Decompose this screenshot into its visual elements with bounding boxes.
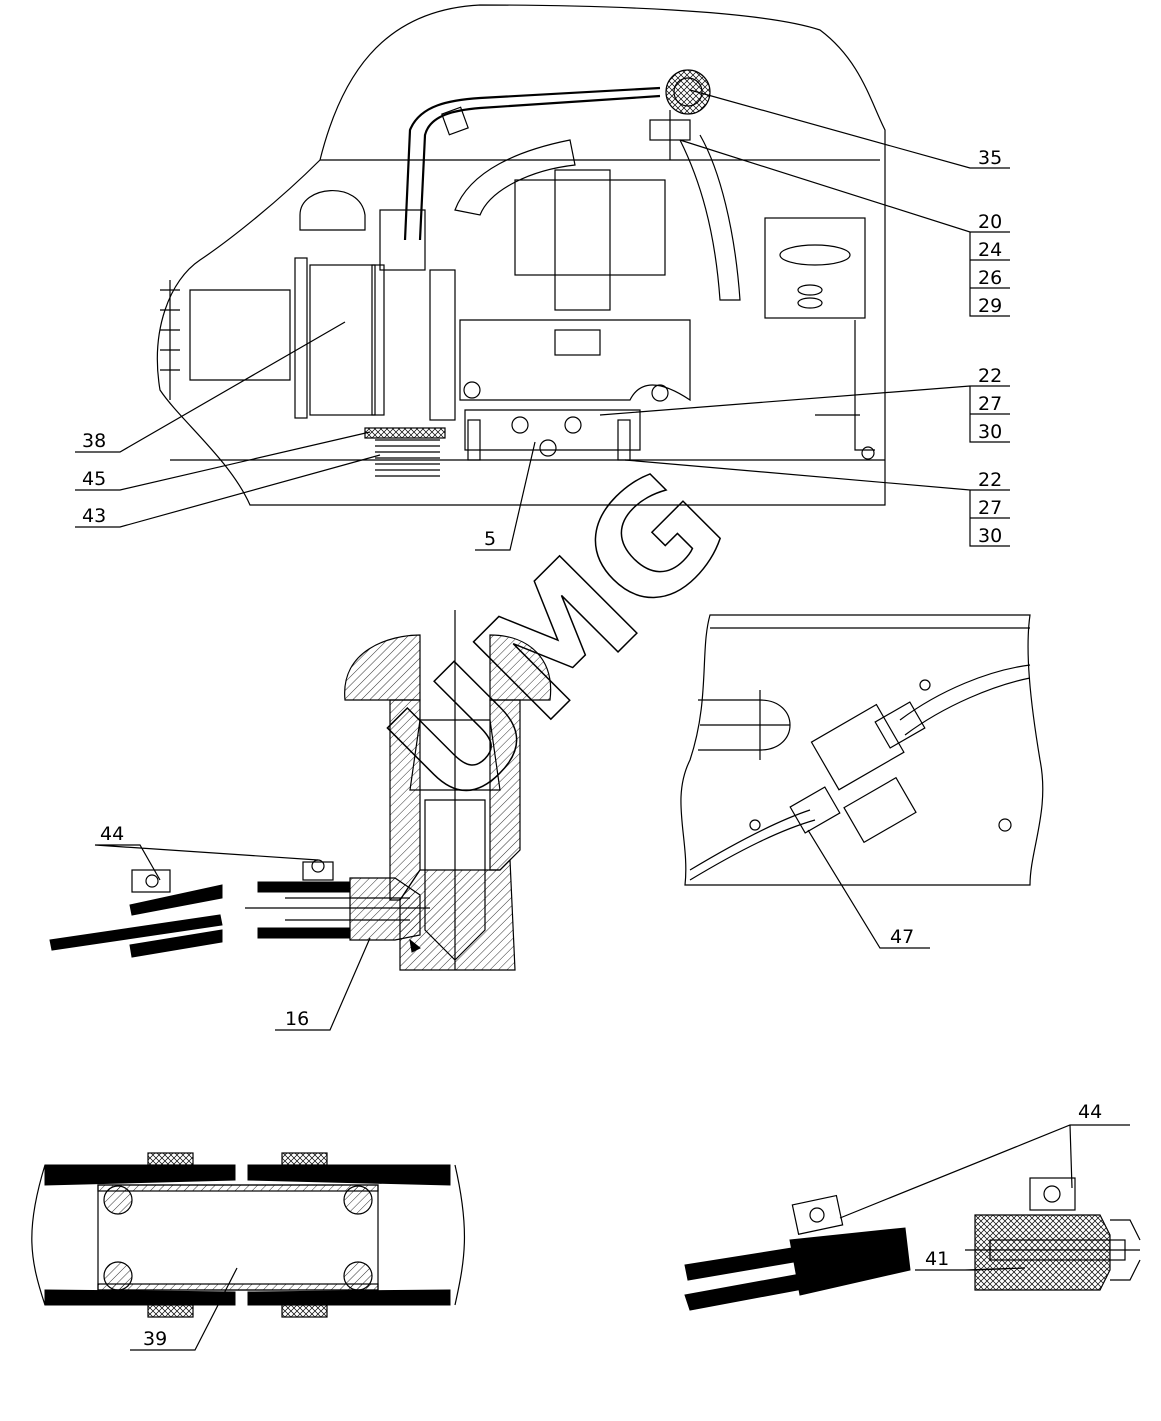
callout-43: 43 [82, 505, 106, 527]
fitting-section-view [49, 610, 552, 971]
callout-27-upper: 27 [978, 393, 1002, 415]
callout-35: 35 [978, 147, 1002, 169]
callout-labels: 35 20 24 26 29 22 27 30 22 27 30 38 45 4… [82, 147, 1102, 1350]
callout-20: 20 [978, 211, 1002, 233]
callout-16: 16 [285, 1008, 309, 1030]
callout-5: 5 [484, 528, 496, 550]
callout-44-middle: 44 [100, 823, 124, 845]
callout-44-bottom: 44 [1078, 1101, 1102, 1123]
callout-27-lower: 27 [978, 497, 1002, 519]
callout-39: 39 [143, 1328, 167, 1350]
callout-29: 29 [978, 295, 1002, 317]
main-assembly-view [156, 4, 886, 506]
callout-45: 45 [82, 468, 106, 490]
callout-47: 47 [890, 926, 914, 948]
callout-38: 38 [82, 430, 106, 452]
callout-22-upper: 22 [978, 365, 1002, 387]
coupling-section-view [31, 1152, 466, 1318]
callout-26: 26 [978, 267, 1002, 289]
filter-detail-view [680, 614, 1044, 886]
callouts [75, 89, 1130, 1351]
callout-30-lower: 30 [978, 525, 1002, 547]
callout-24: 24 [978, 239, 1002, 261]
callout-41: 41 [925, 1248, 949, 1270]
callout-30-upper: 30 [978, 421, 1002, 443]
clamp-detail-view [684, 1177, 1141, 1311]
callout-22-lower: 22 [978, 469, 1002, 491]
